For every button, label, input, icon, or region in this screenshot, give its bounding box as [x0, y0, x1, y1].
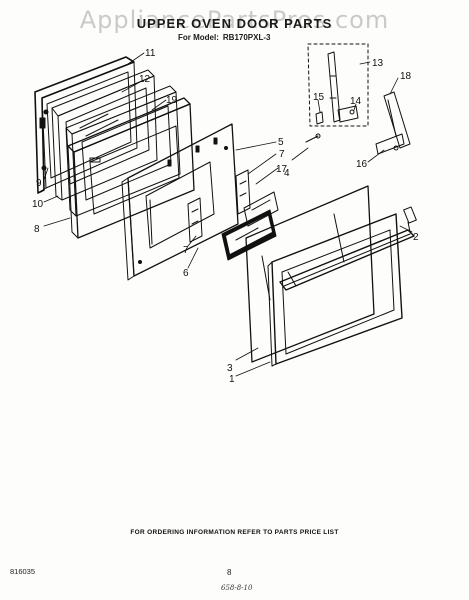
callout-14: 14: [350, 96, 362, 107]
callout-5: 5: [278, 137, 284, 148]
callout-11: 11: [145, 48, 156, 59]
callout-6: 6: [183, 268, 189, 279]
ordering-note: FOR ORDERING INFORMATION REFER TO PARTS …: [130, 529, 339, 536]
callout-1: 1: [229, 374, 235, 385]
callout-3: 3: [227, 363, 233, 374]
handwritten-code: 658-8-10: [221, 584, 253, 592]
page-number: 8: [227, 568, 232, 577]
callout-13: 13: [372, 58, 384, 69]
part-hinge-left: [187, 197, 203, 243]
part-rear-frame: [34, 56, 138, 194]
callout-2: 2: [413, 232, 419, 243]
callout-7-lower: 7: [183, 245, 189, 256]
callout-9: 9: [36, 178, 42, 189]
callout-15: 15: [313, 92, 325, 103]
site-watermark: AppliancePartsPros.com: [79, 6, 390, 34]
part-window-glass: [221, 209, 277, 261]
part-door-handle: [279, 206, 417, 291]
part-hinge-right: [235, 169, 251, 215]
callout-10: 10: [32, 199, 44, 210]
part-inner-glass: [51, 69, 158, 201]
callout-7-upper: 7: [279, 149, 285, 160]
callout-4: 4: [284, 168, 290, 179]
part-outer-frame: [267, 213, 403, 367]
model-line: For Model:RB170PXL-3: [178, 33, 274, 42]
callout-12: 12: [139, 74, 151, 85]
callout-19: 19: [166, 95, 178, 106]
leader-lines: [43, 52, 413, 377]
model-label: For Model:: [178, 33, 219, 42]
page-title: UPPER OVEN DOOR PARTS: [136, 16, 333, 31]
part-inner-panel: [67, 97, 195, 239]
callout-17: 17: [276, 164, 288, 175]
callout-18: 18: [400, 71, 412, 82]
part-door-liner: [121, 123, 239, 281]
callout-numbers: 11 12 19 9 10 8 5 7 17 7 6 4 2 3 1 13 18…: [32, 48, 419, 385]
callout-8: 8: [34, 224, 40, 235]
model-number: RB170PXL-3: [222, 33, 271, 42]
document-number: 816035: [10, 567, 36, 576]
part-small-glass: [243, 191, 279, 227]
callout-16: 16: [356, 159, 368, 170]
